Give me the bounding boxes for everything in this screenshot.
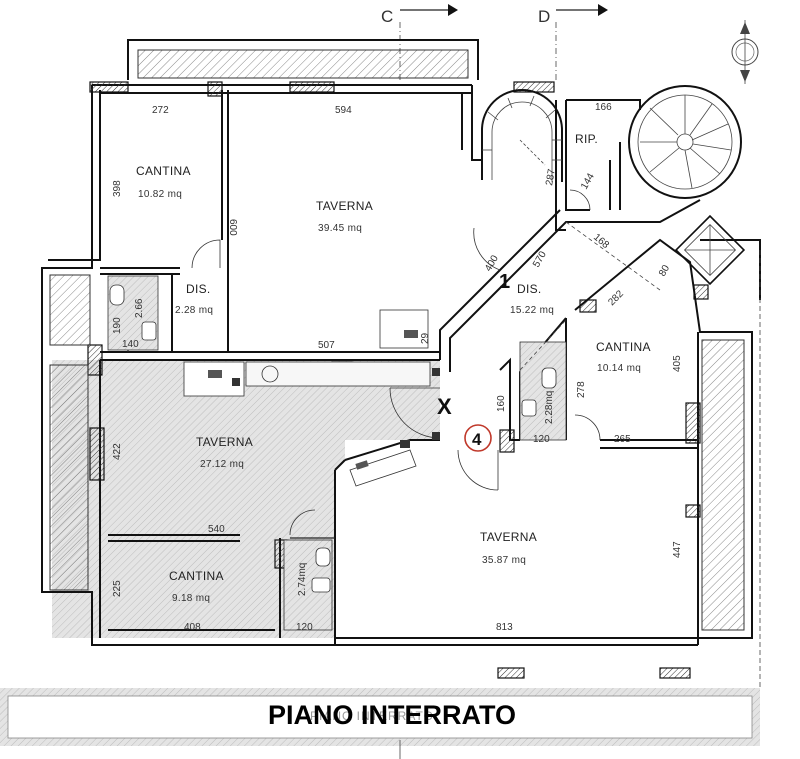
top-balcony	[127, 39, 479, 80]
room-area-dis-1: 2.28 mq	[175, 305, 213, 316]
door-swings	[191, 189, 601, 536]
side-balconies	[49, 274, 745, 631]
dim-447: 447	[672, 541, 683, 558]
structural-pillars	[87, 81, 709, 679]
room-name-taverna-3: TAVERNA	[480, 530, 537, 544]
bathroom-left	[107, 275, 159, 351]
room-area-cantina-2: 10.14 mq	[597, 363, 641, 374]
dim-813: 813	[496, 622, 513, 633]
room-area-taverna-3: 35.87 mq	[482, 555, 526, 566]
north-arrow-icon	[731, 20, 759, 84]
bottom-band	[0, 250, 761, 759]
dim-282: 282	[606, 288, 626, 308]
background-caption: PIANO INTERRATO	[310, 709, 434, 723]
bath-lower-area: 2.74mq	[297, 563, 308, 596]
bath-center-area: 2.28mq	[544, 391, 555, 424]
dim-29: 29	[420, 332, 431, 344]
room-name-dis-2: DIS.	[517, 282, 542, 296]
dim-540: 540	[208, 524, 225, 535]
dim-225: 225	[112, 580, 123, 597]
room-name-taverna-2: TAVERNA	[196, 435, 253, 449]
dim-278: 278	[576, 381, 587, 398]
rip-label: RIP.	[575, 132, 598, 146]
dim-272: 272	[152, 105, 169, 116]
room-area-taverna-1: 39.45 mq	[318, 223, 362, 234]
dim-168: 168	[591, 232, 611, 251]
dim-120-center: 120	[533, 434, 550, 445]
marker-4: 4	[472, 430, 482, 449]
rip-walls	[566, 99, 641, 210]
dashed-thresholds	[519, 221, 661, 371]
dim-265: 265	[614, 434, 631, 445]
lower-taverna-furniture	[349, 368, 440, 487]
room-name-cantina-3: CANTINA	[169, 569, 224, 583]
dim-594: 594	[335, 105, 352, 116]
dim-398: 398	[112, 180, 123, 197]
lower-left-unit-shading	[52, 360, 440, 638]
dim-408: 408	[184, 622, 201, 633]
dim-570: 570	[531, 249, 549, 269]
dim-144: 144	[579, 171, 597, 191]
skylight	[674, 214, 746, 286]
room-area-cantina-1: 10.82 mq	[138, 189, 182, 200]
room-area-dis-2: 15.22 mq	[510, 305, 554, 316]
room-name-cantina-1: CANTINA	[136, 164, 191, 178]
dim-190: 190	[112, 317, 123, 334]
dim-166: 166	[595, 102, 612, 113]
kitchen-counter	[183, 309, 431, 397]
dim-120-lower: 120	[296, 622, 313, 633]
bath-left-area: 2.66	[134, 298, 145, 318]
staircase-right	[619, 85, 742, 210]
room-name-dis-1: DIS.	[186, 282, 211, 296]
grid-label-c: C	[381, 7, 393, 26]
dim-507: 507	[318, 340, 335, 351]
marker-4-circle	[464, 424, 492, 452]
room-area-cantina-3: 9.18 mq	[172, 593, 210, 604]
bathroom-lower	[283, 539, 333, 631]
staircase-left	[481, 89, 563, 182]
grid-label-d: D	[538, 7, 550, 26]
dim-287: 287	[544, 168, 558, 187]
marker-1: 1	[499, 271, 510, 293]
plan-title: PIANO INTERRATO	[268, 700, 516, 730]
grid-marker-d	[555, 4, 608, 80]
dim-422: 422	[112, 443, 123, 460]
outer-walls	[41, 84, 761, 646]
marker-x: X	[437, 394, 452, 419]
bathroom-center	[519, 341, 567, 441]
room-area-taverna-2: 27.12 mq	[200, 459, 244, 470]
dim-600: 600	[227, 219, 238, 236]
room-name-taverna-1: TAVERNA	[316, 199, 373, 213]
dim-140: 140	[122, 339, 139, 350]
dim-160: 160	[496, 395, 507, 412]
dim-80: 80	[657, 263, 672, 279]
dim-405: 405	[672, 355, 683, 372]
room-name-cantina-2: CANTINA	[596, 340, 651, 354]
